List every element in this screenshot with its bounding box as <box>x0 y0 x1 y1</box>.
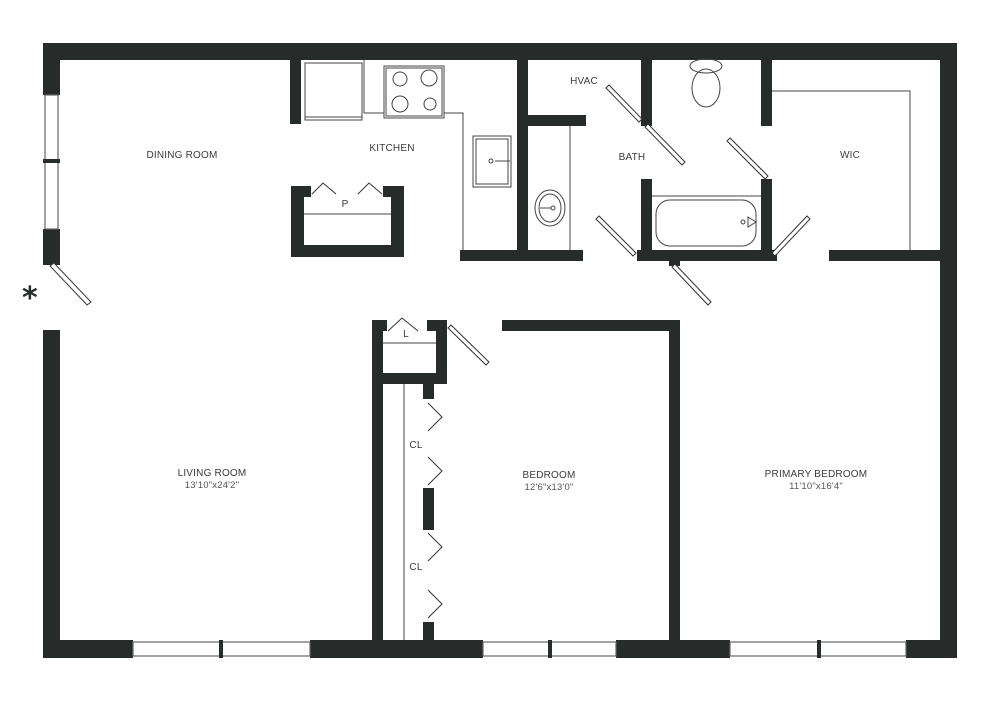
entry-door[interactable] <box>49 262 92 306</box>
bedroom-walls <box>372 320 680 650</box>
room-dims-primary-bedroom: 11'10"x16'4" <box>789 481 843 492</box>
bath-doors[interactable] <box>595 84 811 306</box>
hvac-bath-walls <box>517 58 777 266</box>
room-label-kitchen: KITCHEN <box>369 143 415 154</box>
closet-doors[interactable] <box>387 317 490 619</box>
wic <box>772 90 940 261</box>
room-dims-bedroom: 12'6"x13'0" <box>524 482 574 493</box>
room-label-primary-bedroom: PRIMARY BEDROOM 11'10"x16'4" <box>755 469 877 493</box>
room-dims-living: 13'10"x24'2" <box>184 480 240 491</box>
room-label-bath: BATH <box>618 152 646 163</box>
room-label-closet-1: CL <box>409 440 423 451</box>
exterior-walls <box>43 43 957 658</box>
room-label-wic: WIC <box>839 150 861 161</box>
room-label-bedroom: BEDROOM 12'6"x13'0" <box>509 470 589 494</box>
room-label-pantry: P <box>341 199 349 210</box>
entry-marker: * <box>22 281 38 316</box>
kitchen-fixtures <box>290 60 525 261</box>
windows <box>43 94 907 658</box>
room-label-dining: DINING ROOM <box>146 150 218 161</box>
pantry <box>291 182 404 257</box>
room-label-living: LIVING ROOM 13'10"x24'2" <box>162 468 262 492</box>
room-label-closet-2: CL <box>409 562 423 573</box>
room-label-hvac: HVAC <box>570 76 598 87</box>
room-label-linen: L <box>403 329 409 340</box>
